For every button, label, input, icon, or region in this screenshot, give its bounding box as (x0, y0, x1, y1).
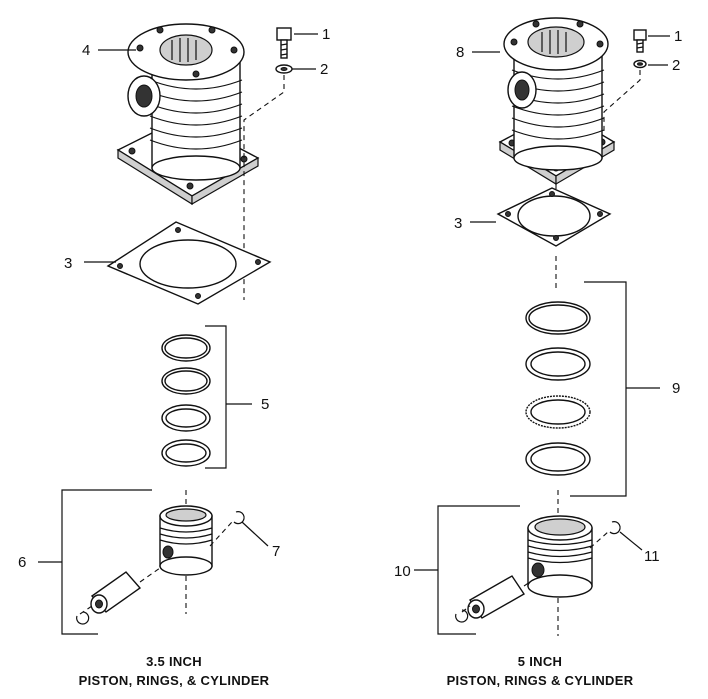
left-callout-4: 4 (82, 42, 90, 59)
right-callout-1: 1 (674, 28, 682, 45)
left-callout-3: 3 (64, 255, 72, 272)
left-cylinder (116, 23, 260, 206)
left-callout-2: 2 (320, 61, 328, 78)
left-bolt (276, 27, 292, 59)
right-callout-9: 9 (672, 380, 680, 397)
left-caption-title: PISTON, RINGS, & CYLINDER (79, 673, 270, 688)
left-washer (275, 64, 293, 74)
left-caption-size: 3.5 INCH (146, 654, 202, 669)
right-callout-11: 11 (644, 548, 660, 565)
left-piston (159, 505, 213, 576)
right-caption-size: 5 INCH (518, 654, 562, 669)
right-callout-10: 10 (394, 563, 411, 580)
left-assembly (38, 23, 318, 635)
right-callout-2: 2 (672, 57, 680, 74)
right-rings (525, 301, 591, 476)
right-assembly (414, 17, 670, 636)
right-cylinder (498, 17, 616, 186)
right-caption-title: PISTON, RINGS & CYLINDER (447, 673, 634, 688)
left-callout-1: 1 (322, 26, 330, 43)
left-gasket (106, 221, 272, 305)
left-callout-7: 7 (272, 543, 280, 560)
right-callout-8: 8 (456, 44, 464, 61)
left-rings (161, 334, 211, 467)
right-piston (527, 515, 593, 598)
right-gasket (496, 187, 612, 247)
left-callout-5: 5 (261, 396, 269, 413)
left-callout-6: 6 (18, 554, 26, 571)
right-washer (633, 59, 647, 69)
left-wrist-pin (90, 571, 142, 614)
right-callout-3: 3 (454, 215, 462, 232)
right-bolt (633, 29, 647, 53)
right-wrist-pin (467, 575, 525, 619)
